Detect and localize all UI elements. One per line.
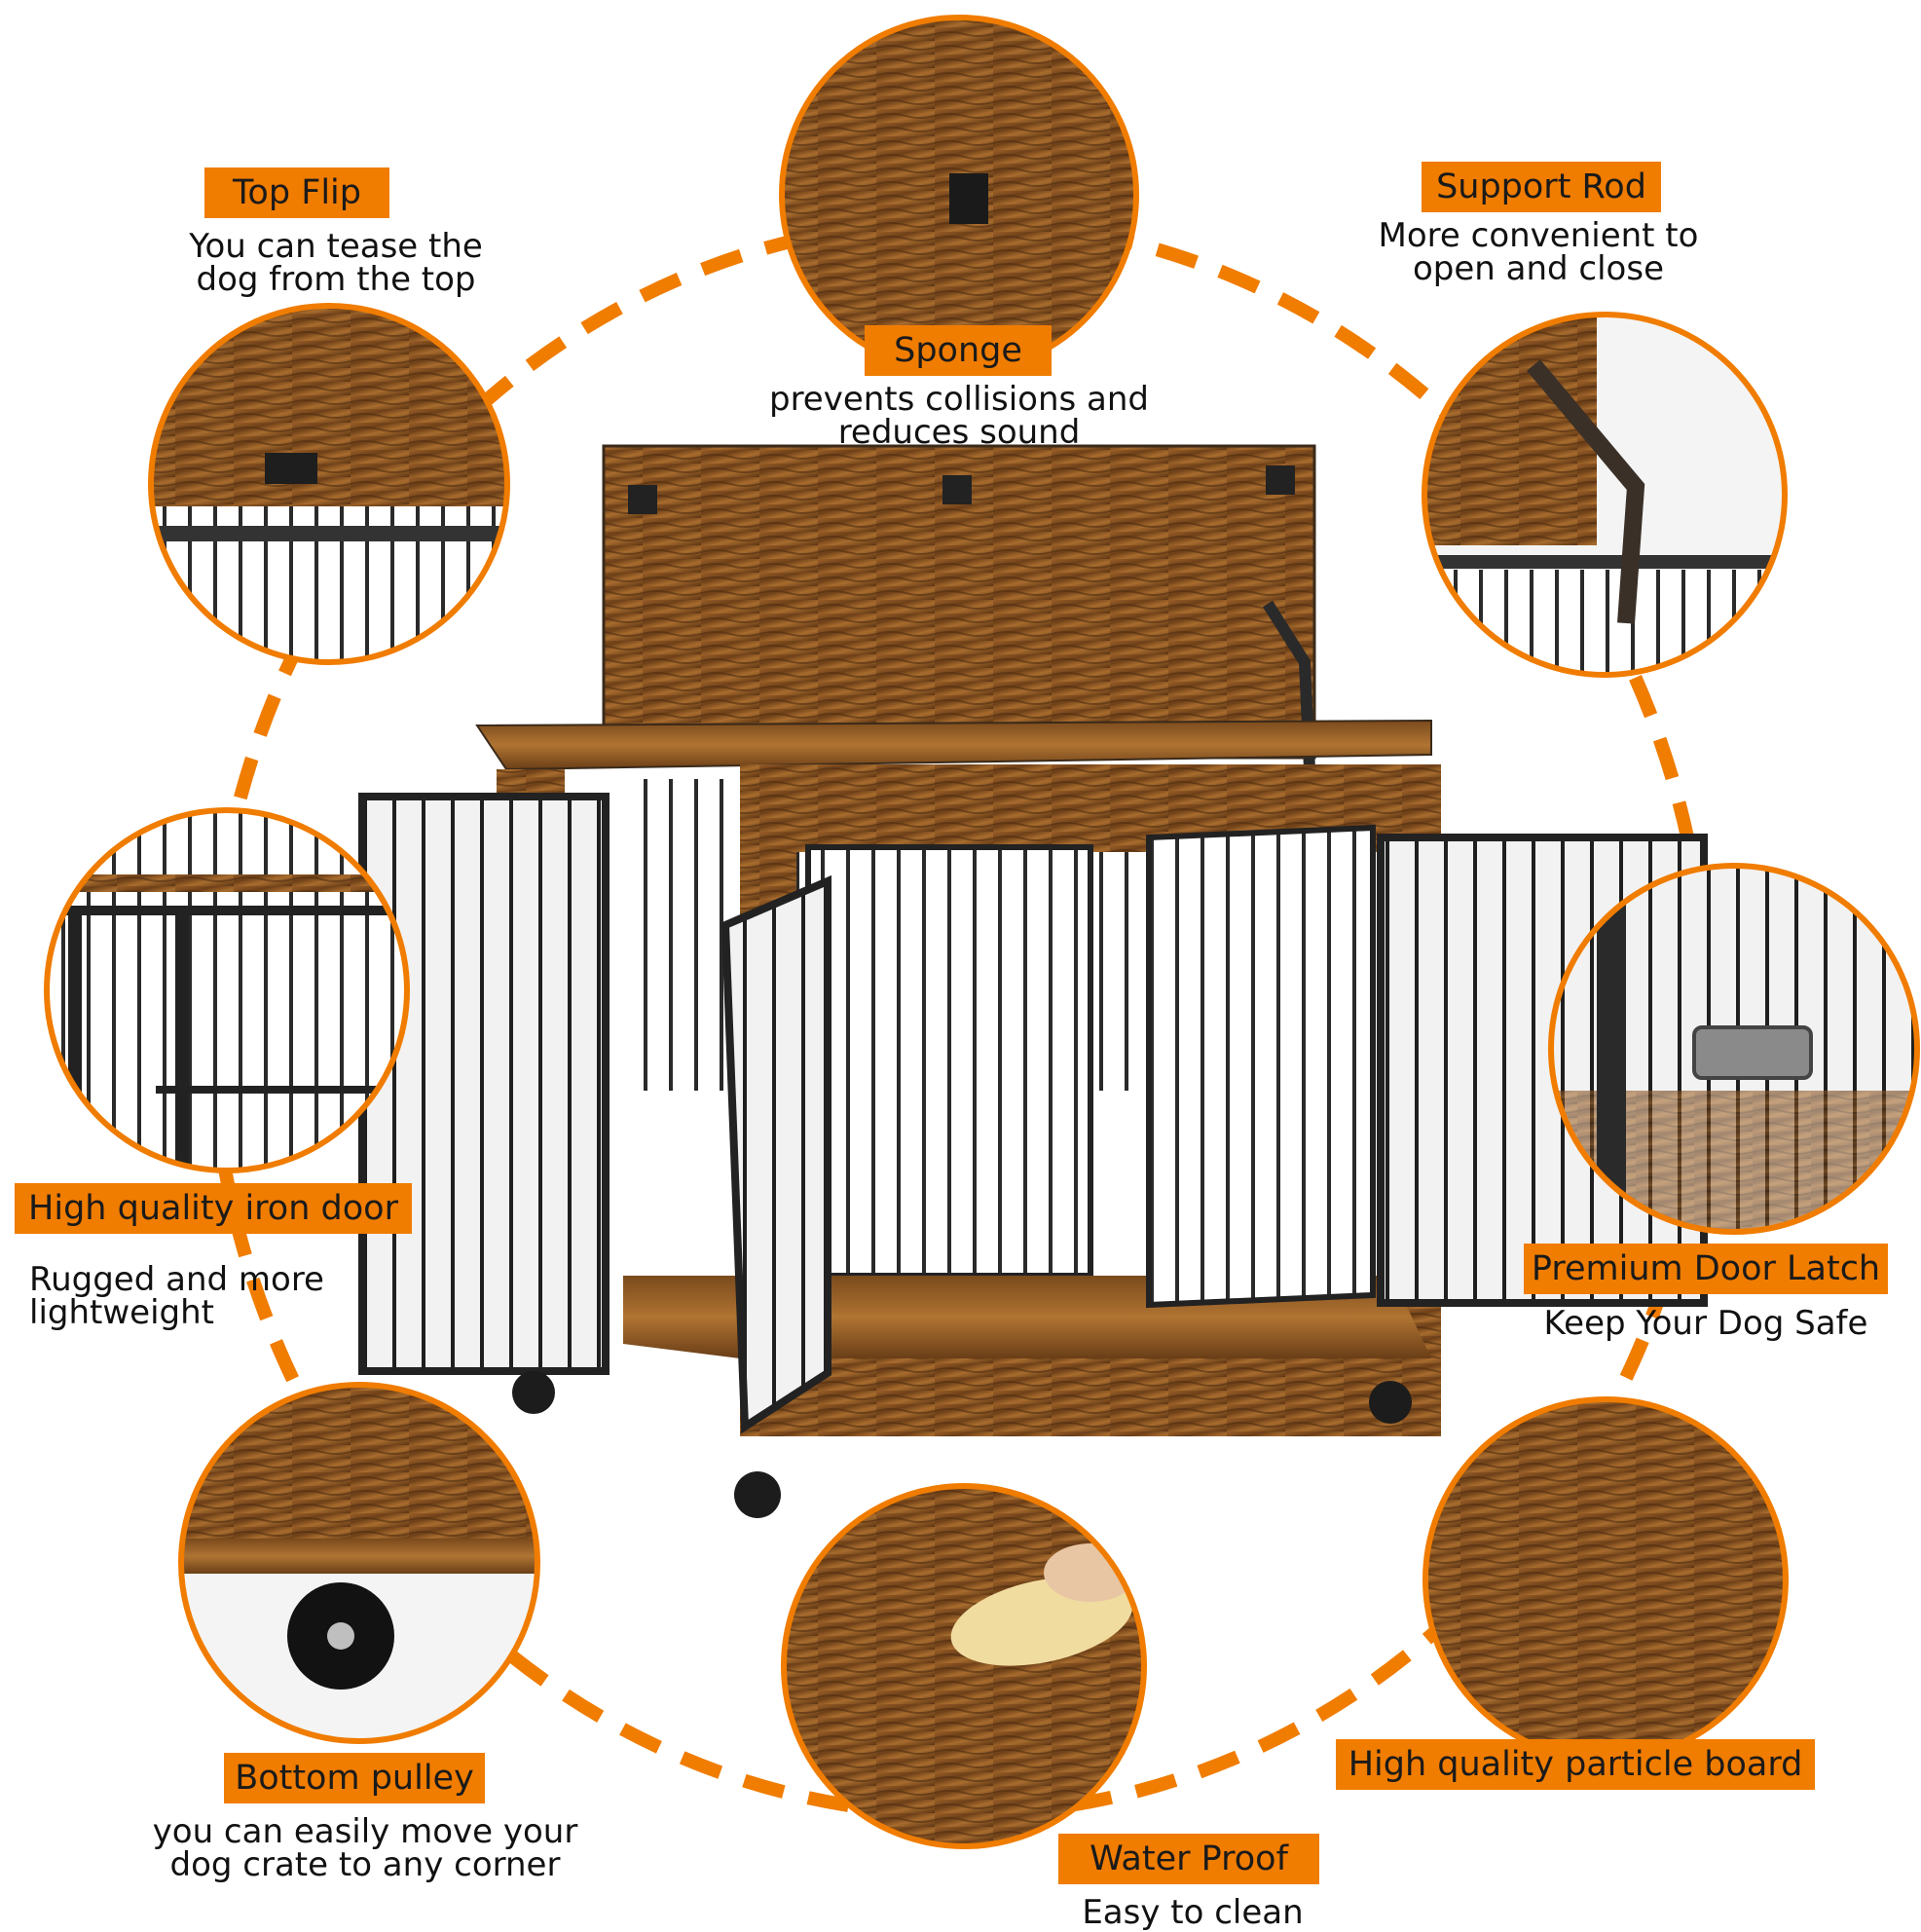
crate-front-wire [805, 844, 1093, 1279]
label-iron-door: High quality iron door [15, 1183, 412, 1234]
label-pulley: Bottom pulley [224, 1753, 485, 1803]
door-latch-icon [1692, 1025, 1813, 1080]
pulley-detail-image [178, 1382, 540, 1744]
caster-wheel-icon [734, 1471, 781, 1518]
dog-crate-illustration [358, 444, 1708, 1518]
label-support-rod: Support Rod [1422, 162, 1661, 212]
sponge-detail-image [779, 15, 1139, 375]
hinge-icon [265, 453, 317, 484]
sponge-icon [628, 485, 657, 514]
caster-wheel-icon [1369, 1381, 1412, 1424]
top-flip-detail-image [148, 303, 510, 665]
crate-base-panel [740, 1358, 1441, 1436]
support-rod-detail-image [1422, 312, 1788, 678]
label-water-proof: Water Proof [1058, 1834, 1319, 1884]
label-particle-board: High quality particle board [1336, 1739, 1815, 1790]
sponge-pad-icon [949, 173, 988, 224]
sponge-icon [1266, 465, 1295, 495]
sponge-icon [942, 475, 972, 504]
label-sponge: Sponge [865, 325, 1052, 376]
iron-door-detail-image [44, 807, 410, 1173]
desc-door-latch: Keep Your Dog Safe [1543, 1304, 1868, 1343]
crate-top-rim [475, 719, 1432, 771]
label-top-flip: Top Flip [204, 167, 389, 218]
desc-water-proof: Easy to clean [1082, 1893, 1304, 1932]
front-door [720, 874, 831, 1434]
crate-right-wire [1146, 824, 1376, 1309]
desc-sponge: prevents collisions and reduces sound [768, 380, 1149, 452]
caster-wheel-icon [512, 1371, 555, 1414]
desc-iron-door: Rugged and more lightweight [29, 1260, 324, 1332]
particle-board-detail-image [1422, 1396, 1789, 1763]
support-rod-icon [1527, 359, 1645, 624]
label-door-latch: Premium Door Latch [1524, 1244, 1888, 1294]
desc-pulley: you can easily move your dog crate to an… [152, 1812, 578, 1884]
left-door [358, 793, 610, 1375]
desc-support-rod: More convenient to open and close [1378, 216, 1699, 288]
desc-top-flip: You can tease the dog from the top [189, 227, 483, 299]
water-proof-detail-image [781, 1483, 1147, 1849]
